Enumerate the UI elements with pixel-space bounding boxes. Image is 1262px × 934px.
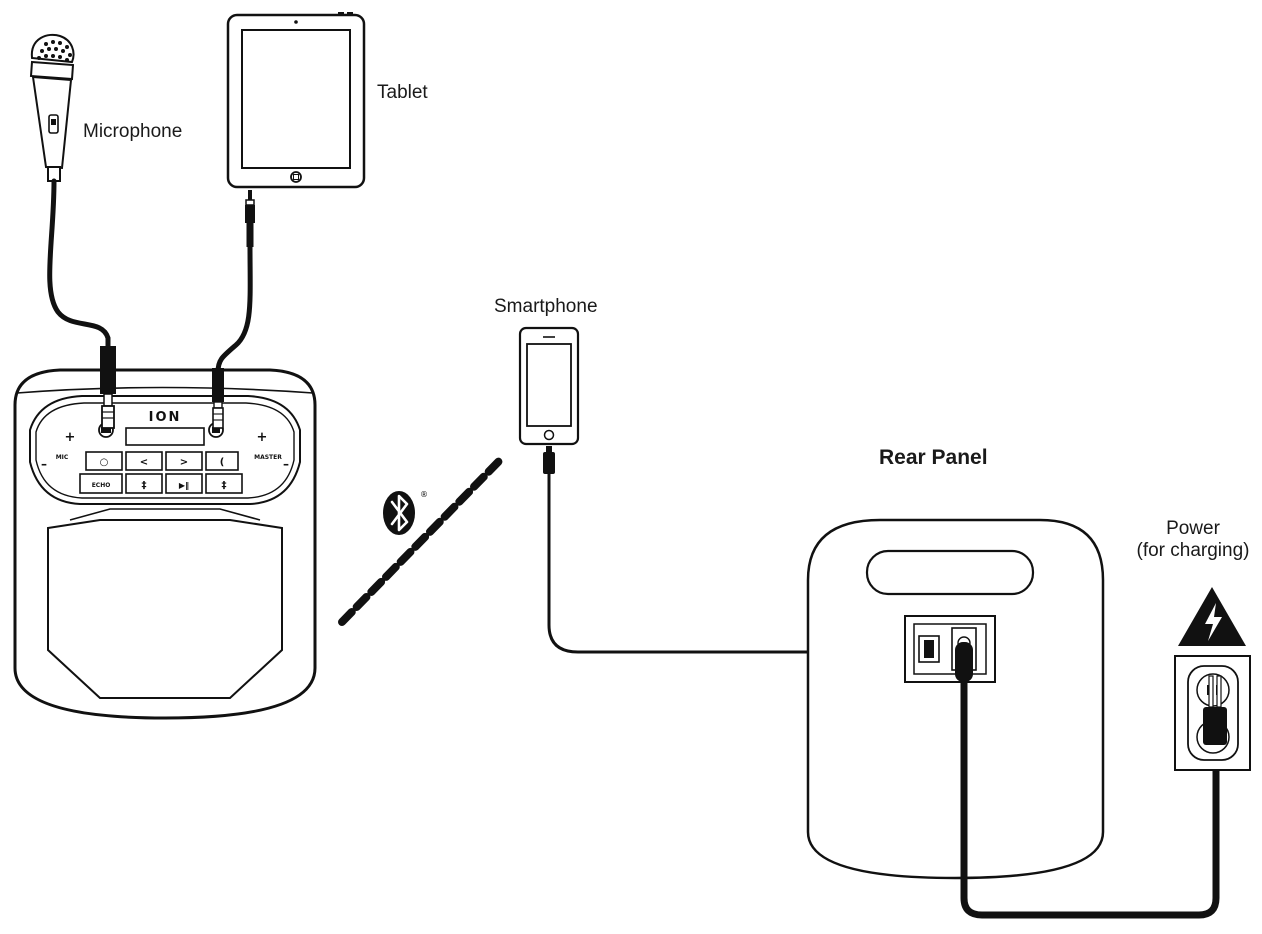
echo-button[interactable] (79, 473, 123, 494)
speaker-brand-logo: ION (149, 410, 182, 425)
mode-button[interactable] (85, 451, 123, 471)
bluetooth-wireless-link (338, 453, 507, 626)
power-label-line1: Power (1166, 518, 1220, 539)
microphone-cable (47, 178, 111, 353)
mic-volume-up-button[interactable]: + (65, 430, 76, 445)
rear-handle (865, 549, 1035, 596)
mic-priority-icon: ‡ (142, 480, 147, 491)
play-pause-icon: ▶‖ (179, 481, 189, 490)
power-plug-wall (1203, 675, 1227, 745)
bluetooth-pair-button[interactable] (205, 473, 243, 494)
power-cable (960, 682, 1220, 919)
play-pause-button[interactable] (165, 473, 203, 494)
master-volume-up-button[interactable]: + (257, 430, 268, 445)
previous-button[interactable] (125, 451, 163, 471)
smartphone (518, 326, 580, 446)
microphone-plug (100, 346, 116, 429)
next-button[interactable] (165, 451, 203, 471)
mic-volume-label: MIC (56, 454, 69, 461)
mic-volume-down-button[interactable]: – (41, 457, 47, 471)
tablet-home-button (290, 171, 302, 183)
master-volume-down-button[interactable]: – (283, 457, 289, 471)
tablet-label: Tablet (377, 82, 428, 103)
power-label-line2: (for charging) (1136, 540, 1250, 561)
next-button-icon: > (180, 457, 188, 468)
usb-charging-cable (547, 472, 878, 654)
tablet-camera (294, 20, 298, 24)
previous-button-icon: < (140, 457, 148, 468)
aux-plug (212, 368, 224, 429)
tablet-screen (241, 29, 351, 169)
tablet-audio-plug (245, 190, 255, 247)
vocal-button-icon: ( (220, 457, 225, 468)
bluetooth-pair-icon: ‡ (222, 480, 227, 491)
high-voltage-icon (1178, 587, 1246, 646)
microphone (29, 33, 75, 182)
microphone-grille (30, 33, 75, 64)
power-plug-rear (955, 642, 973, 682)
power-label: Power (for charging) (1127, 518, 1259, 562)
smartphone-screen (526, 343, 572, 427)
vocal-button[interactable] (205, 451, 239, 471)
smartphone-home-button (543, 429, 555, 441)
karaoke-speaker: ION + – MIC + – MASTER ○ < > ( ECHO ‡ ▶‖… (13, 368, 317, 720)
speaker-grille (47, 519, 283, 699)
bluetooth-icon (383, 491, 415, 535)
rear-panel-label: Rear Panel (879, 446, 988, 469)
tablet-cable (215, 243, 253, 375)
rear-body (806, 518, 1105, 880)
microphone-collar (29, 60, 75, 81)
mode-button-icon: ○ (100, 457, 109, 468)
bluetooth-registered-mark: ® (420, 490, 428, 499)
microphone-label: Microphone (83, 121, 183, 142)
mic-priority-button[interactable] (125, 473, 163, 494)
tablet (226, 12, 366, 189)
speaker-display (125, 427, 205, 446)
master-volume-label: MASTER (254, 454, 282, 461)
smartphone-label: Smartphone (494, 296, 598, 317)
echo-button-label: ECHO (92, 482, 111, 489)
smartphone-usb-plug (543, 446, 555, 474)
speaker-rear (806, 518, 1105, 880)
